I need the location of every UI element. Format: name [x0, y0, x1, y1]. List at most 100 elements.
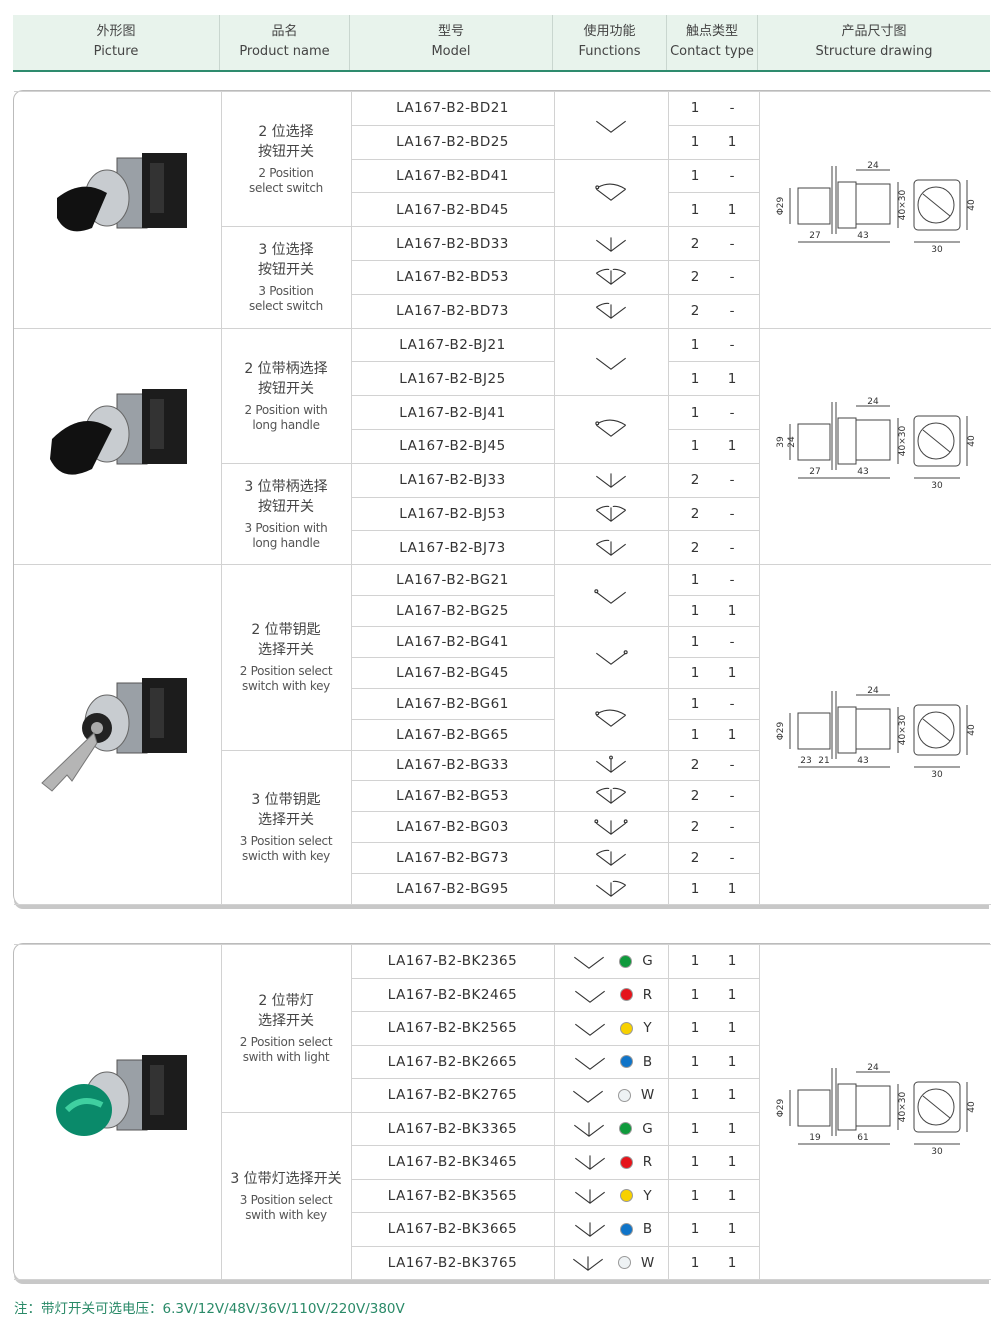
contact-nc: 1: [727, 664, 737, 681]
light-color-label: W: [640, 1254, 655, 1271]
light-color-icon: [617, 1088, 631, 1102]
dimension-label: 40: [967, 435, 977, 447]
contact-nc: 1: [727, 1154, 737, 1171]
contact-type: 2-: [667, 842, 760, 875]
dimension-label: 40×30: [898, 426, 908, 457]
contact-nc: 1: [727, 1020, 737, 1037]
contact-nc: -: [729, 505, 735, 522]
product-name-en: 3 Position select: [239, 834, 333, 849]
contact-type: 2-: [667, 226, 760, 261]
product-name-cn: 2 位带灯: [258, 993, 314, 1010]
function-symbol: [553, 91, 669, 160]
contact-no: 1: [690, 1254, 700, 1271]
dimension-label: 24: [787, 436, 797, 448]
model-cell: LA167-B2-BG21: [350, 564, 555, 597]
model-cell: LA167-B2-BK3565: [351, 1178, 555, 1213]
product-name-en: select switch: [249, 299, 323, 314]
model-cell: LA167-B2-BD21: [350, 91, 555, 126]
light-color-label: W: [640, 1087, 655, 1104]
contact-nc: -: [729, 850, 735, 867]
light-color-label: G: [642, 953, 653, 970]
light-color-label: B: [642, 1221, 653, 1238]
contact-no: 1: [690, 1053, 700, 1070]
function-symbol: [553, 158, 669, 228]
product-name-en: long handle: [252, 417, 320, 432]
contact-nc: -: [729, 695, 735, 712]
contact-no: 1: [690, 336, 700, 353]
light-color-label: R: [642, 986, 653, 1003]
switch-position-icon: [570, 1049, 610, 1075]
contact-type: 1-: [667, 564, 760, 597]
product-name-cn: 2 位带柄选择: [244, 360, 328, 377]
switch-position-icon: [591, 535, 631, 561]
contact-no: 1: [690, 664, 700, 681]
switch-position-icon: [591, 416, 631, 442]
light-color-label: Y: [643, 1187, 652, 1204]
dimension-label: 30: [931, 770, 943, 780]
function-symbol: [553, 327, 669, 397]
contact-no: 1: [690, 1187, 700, 1204]
dimension-label: 61: [857, 1133, 868, 1143]
contact-nc: -: [729, 572, 735, 589]
contact-no: 2: [690, 235, 700, 252]
switch-position-icon: [591, 298, 631, 324]
product-name-en: select switch: [249, 181, 323, 196]
product-name-en: switch with key: [242, 679, 330, 694]
function-symbol: [553, 496, 669, 532]
dimension-label: 24: [867, 397, 879, 407]
switch-position-icon: [591, 501, 631, 527]
product-name-en: 3 Position: [258, 284, 314, 299]
contact-type: 1-: [667, 91, 760, 126]
dimension-label: 27: [809, 231, 820, 241]
switch-position-icon: [591, 706, 631, 732]
model-cell: LA167-B2-BD53: [351, 259, 555, 295]
function-symbol: R: [553, 1145, 669, 1180]
function-symbol: [553, 780, 669, 813]
product-name-cn: 3 位带柄选择: [244, 478, 328, 495]
contact-no: 2: [690, 472, 700, 489]
contact-nc: 1: [727, 201, 737, 218]
product-name-cn: 3 位选择: [258, 242, 314, 259]
contact-type: 2-: [667, 259, 760, 295]
light-color-label: R: [642, 1154, 653, 1171]
function-symbol: R: [553, 977, 669, 1012]
product-name-en: long handle: [252, 535, 320, 550]
switch-position-icon: [568, 1082, 608, 1108]
contact-nc: 1: [727, 438, 737, 455]
contact-nc: -: [729, 336, 735, 353]
product-name-en: 2 Position select: [239, 664, 333, 679]
contact-no: 2: [690, 539, 700, 556]
contact-no: 1: [690, 1154, 700, 1171]
product-name-cn: 按钮开关: [258, 380, 314, 397]
model-cell: LA167-B2-BK2765: [351, 1078, 555, 1113]
contact-no: 2: [690, 269, 700, 286]
function-symbol: Y: [553, 1011, 669, 1046]
contact-type: 2-: [667, 811, 760, 844]
